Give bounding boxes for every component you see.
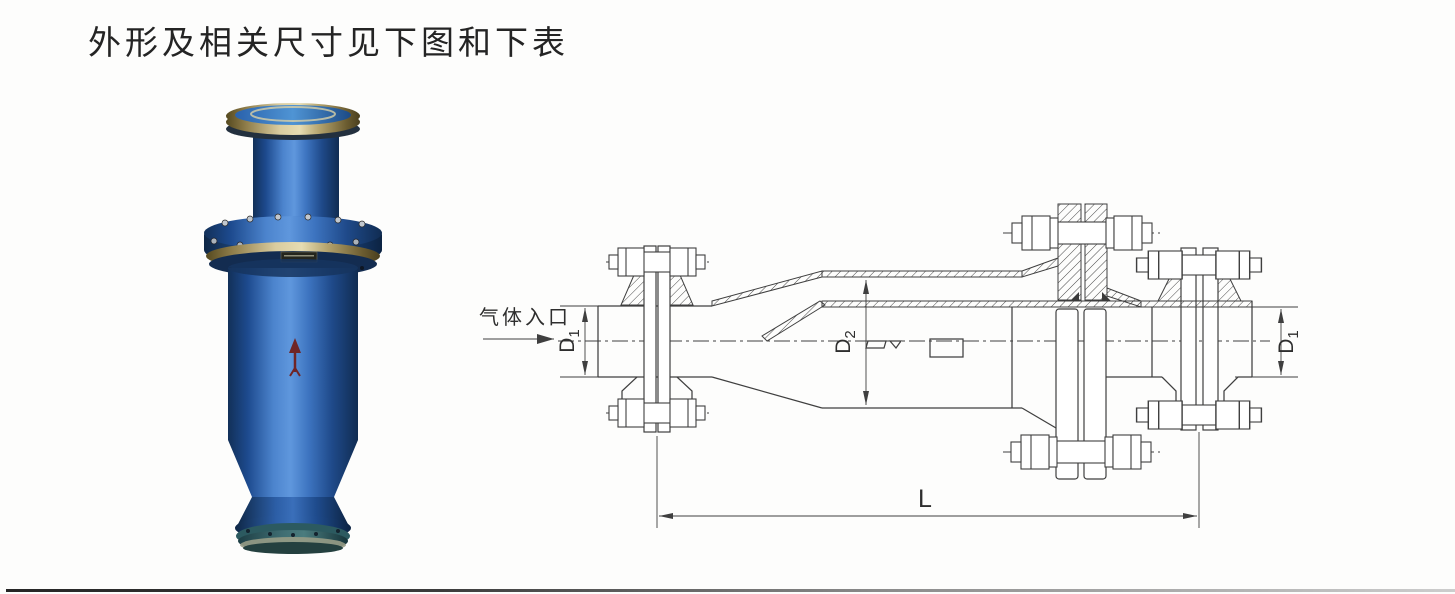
inner-tube-wall <box>821 300 1253 308</box>
flange-plates <box>643 245 1219 480</box>
photo-bottom-flange <box>235 497 351 554</box>
d2-label: D2 <box>832 330 859 354</box>
photo-flow-arrow <box>289 338 301 377</box>
vessel-outline <box>597 301 1253 429</box>
internal-element-marks <box>865 338 964 358</box>
product-photo <box>204 103 382 554</box>
photo-top-flange <box>226 103 360 140</box>
d1-left-label: D1 <box>556 329 583 353</box>
photo-body <box>228 259 358 497</box>
flange-bolts <box>608 215 1263 470</box>
page-title: 外形及相关尺寸见下图和下表 <box>88 24 569 61</box>
dimension-length: L <box>656 432 1200 528</box>
dimension-d2: D2 <box>832 280 869 405</box>
weld-marks <box>1070 292 1111 301</box>
table-top-border <box>6 589 1455 592</box>
length-label: L <box>918 485 932 513</box>
gas-inlet-label: 气体入口 <box>479 306 571 329</box>
d1-right-label: D1 <box>1275 330 1302 354</box>
technical-drawing: 气体入口 D1 D2 D1 <box>479 203 1302 528</box>
dimension-d1-right: D1 <box>1235 306 1302 378</box>
gas-inlet-annotation: 气体入口 <box>479 306 571 344</box>
dimension-d1-left: D1 <box>556 305 598 378</box>
